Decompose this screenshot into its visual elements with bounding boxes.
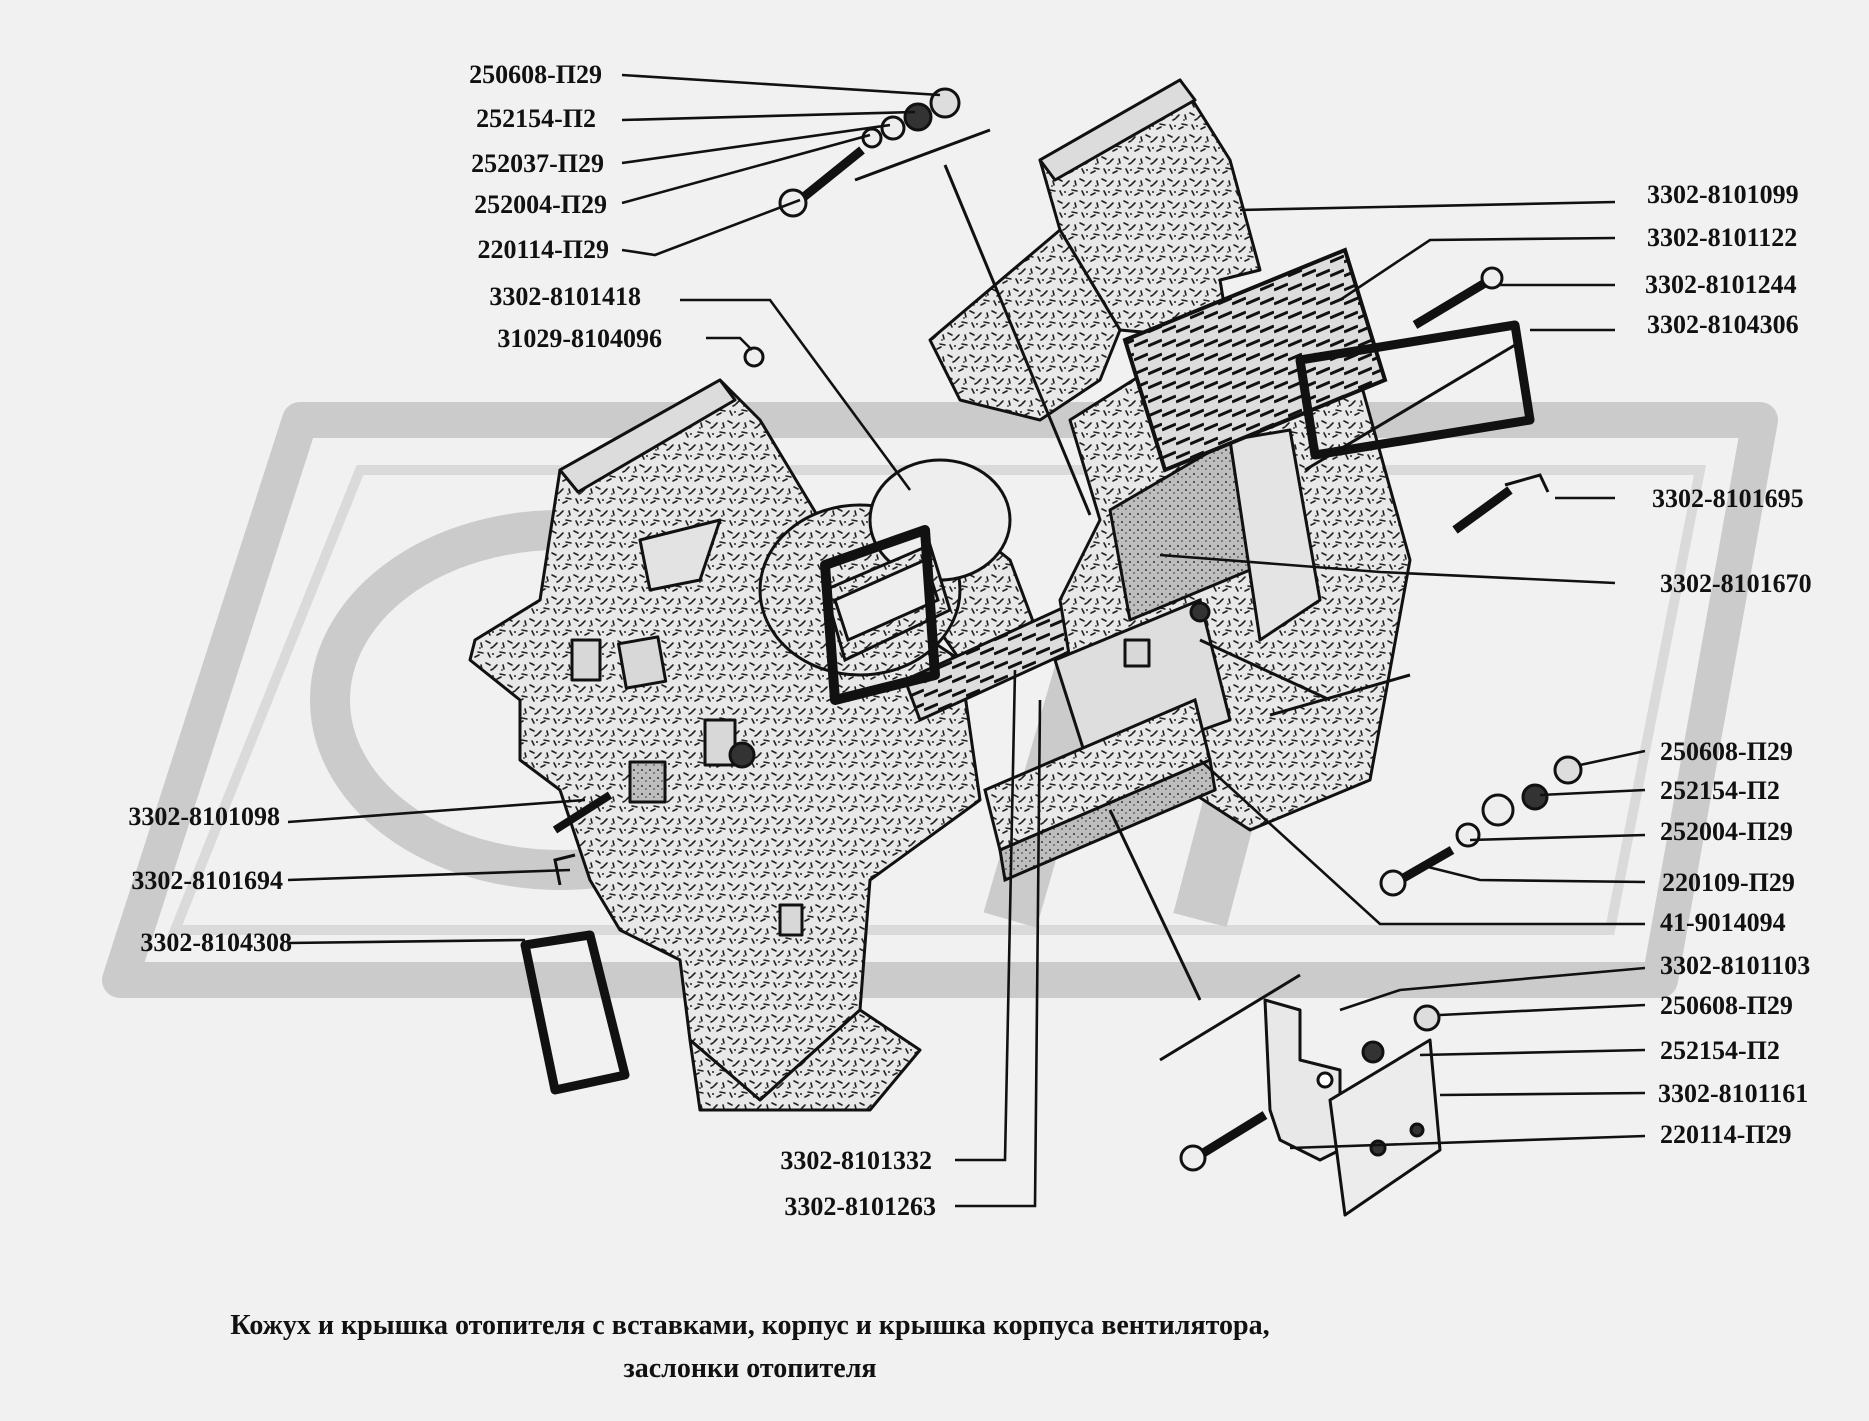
callout-label: 31029-8104096: [497, 324, 662, 353]
damper-bar: [983, 697, 1217, 883]
callout-label: 3302-8101670: [1660, 569, 1812, 598]
callout-label: 252037-П29: [471, 149, 604, 178]
callout-label: 3302-8101244: [1645, 270, 1797, 299]
seal-frames: [520, 320, 1535, 1095]
fan-housing: [758, 458, 1097, 723]
callout-label: 3302-8104306: [1647, 310, 1799, 339]
callout-label: 220114-П29: [477, 235, 609, 264]
assembly-axes: [854, 128, 1411, 1062]
callout-label: 252154-П2: [1660, 1036, 1780, 1065]
callout-label: 3302-8104308: [140, 928, 292, 957]
callout-label: 3302-8101418: [489, 282, 641, 311]
callout-label: 41-9014094: [1660, 908, 1786, 937]
callout-label: 3302-8101103: [1660, 951, 1811, 980]
grille-insert: [1122, 247, 1388, 473]
callout-label: 252154-П2: [1660, 776, 1780, 805]
callout-label: 250608-П29: [1660, 991, 1793, 1020]
callout-label: 252154-П2: [476, 104, 596, 133]
figure-caption-line1: Кожух и крышка отопителя с вставками, ко…: [230, 1310, 1270, 1341]
callout-label: 3302-8101263: [784, 1192, 936, 1221]
leader-lines: [287, 73, 1646, 1208]
figure-caption-line2: заслонки отопителя: [623, 1353, 877, 1384]
callout-label: 3302-8101122: [1647, 223, 1798, 252]
callout-label: 220114-П29: [1660, 1120, 1792, 1149]
callout-label: 3302-8101695: [1652, 484, 1804, 513]
callout-label: 252004-П29: [474, 190, 607, 219]
callout-label: 3302-8101161: [1658, 1079, 1809, 1108]
callout-label: 250608-П29: [1660, 737, 1793, 766]
callout-label: 3302-8101694: [131, 866, 283, 895]
callout-label: 250608-П29: [469, 60, 602, 89]
callout-label: 3302-8101332: [780, 1146, 932, 1175]
bracket-plate: [1263, 998, 1442, 1217]
callout-label: 220109-П29: [1662, 868, 1795, 897]
callout-label: 3302-8101099: [1647, 180, 1799, 209]
callout-label: 3302-8101098: [128, 802, 280, 831]
callout-label: 252004-П29: [1660, 817, 1793, 846]
